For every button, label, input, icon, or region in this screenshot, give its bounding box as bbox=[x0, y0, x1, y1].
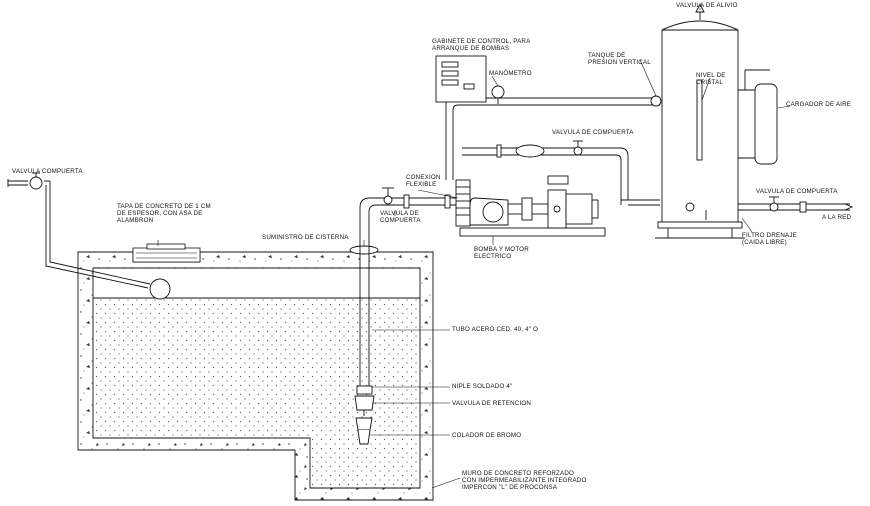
label-gate-valve-pump: VALVULA DE COMPUERTA bbox=[380, 210, 421, 224]
manometer-gauge bbox=[491, 85, 505, 99]
label-to-network: A LA RED bbox=[822, 214, 852, 221]
float-ball bbox=[149, 278, 171, 300]
suction-pipe bbox=[349, 197, 379, 445]
label-relief-valve: VALVULA DE ALIVIO bbox=[676, 2, 738, 9]
label-welded-nipple: NIPLE SOLDADO 4" bbox=[452, 383, 513, 390]
air-charger bbox=[754, 83, 778, 165]
check-valve bbox=[354, 395, 375, 411]
sight-glass bbox=[696, 79, 703, 161]
cistern-water-lower bbox=[310, 437, 420, 488]
control-cabinet bbox=[435, 55, 505, 104]
label-concrete-lid: TAPA DE CONCRETO DE 1 CM DE ESPESOR, CON… bbox=[117, 203, 211, 224]
inlet-pipe bbox=[7, 179, 171, 300]
label-pump-motor: BOMBA Y MOTOR ELECTRICO bbox=[474, 246, 529, 260]
label-strainer: COLADOR DE BROMO bbox=[452, 432, 522, 439]
label-check-valve: VALVULA DE RETENCION bbox=[452, 400, 532, 407]
label-manometer: MANÓMETRO bbox=[489, 70, 532, 77]
label-control-cabinet: GABINETE DE CONTROL, PARA ARRANQUE DE BO… bbox=[432, 38, 531, 52]
cistern bbox=[77, 243, 434, 501]
label-gate-valve-inlet: VALVULA COMPUERTA bbox=[12, 168, 83, 175]
label-sight-glass: NIVEL DE CRISTAL bbox=[696, 72, 726, 86]
label-concrete-wall: MURO DE CONCRETO REFORZADO CON IMPERMEAB… bbox=[462, 470, 587, 491]
label-gate-valve-outlet: VALVULA DE COMPUERTA bbox=[756, 188, 838, 195]
label-air-charger: CARGADOR DE AIRE bbox=[786, 101, 852, 108]
label-drain-filter: FILTRO DRENAJE (CAIDA LIBRE) bbox=[742, 232, 797, 246]
pressure-tank bbox=[650, 2, 854, 239]
label-pressure-tank: TANQUE DE PRESION VERTICAL bbox=[588, 52, 651, 66]
cistern-water bbox=[93, 298, 420, 438]
label-flexible-connection: CONEXION FLEXIBLE bbox=[406, 174, 441, 188]
leader-lines bbox=[157, 8, 791, 489]
pump-motor bbox=[459, 175, 606, 237]
foot-strainer bbox=[355, 417, 373, 431]
pump-piping bbox=[378, 97, 660, 227]
lid-handle bbox=[146, 243, 186, 250]
label-steel-pipe: TUBO ACERO CED. 40, 4" O bbox=[452, 326, 539, 333]
label-cistern-supply: SUMINISTRO DE CISTERNA bbox=[262, 234, 349, 241]
inlet-gate-valve bbox=[29, 172, 43, 190]
concrete-lid bbox=[132, 247, 201, 263]
label-gate-valve-upper: VALVULA DE COMPUERTA bbox=[552, 129, 634, 136]
